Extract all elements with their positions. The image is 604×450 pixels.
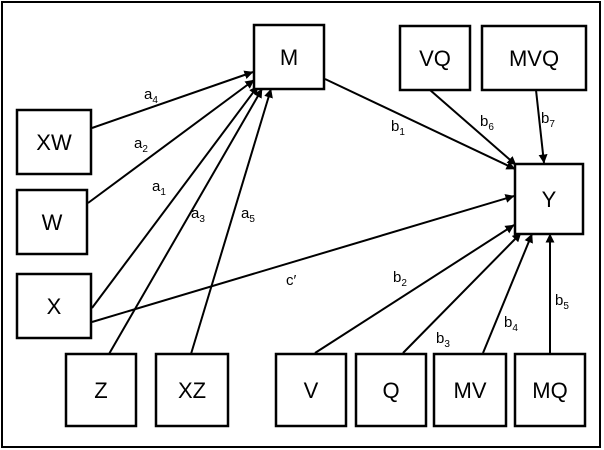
node-w-label: W	[42, 210, 63, 235]
node-m: M	[252, 23, 326, 91]
edge-mvq-to-y	[535, 89, 548, 164]
node-x: X	[15, 272, 93, 340]
node-y-label: Y	[542, 187, 557, 212]
node-q-label: Q	[382, 378, 399, 403]
node-vq: VQ	[398, 24, 472, 92]
node-xw: XW	[15, 108, 93, 176]
node-mv: MV	[432, 352, 508, 428]
edge-x-to-y	[91, 194, 515, 323]
edge-label-b1: b1	[391, 118, 405, 138]
node-q: Q	[354, 352, 428, 428]
node-vq-label: VQ	[419, 46, 451, 71]
node-y: Y	[513, 162, 585, 236]
node-v-label: V	[304, 378, 319, 403]
node-w: W	[15, 188, 89, 256]
node-z: Z	[64, 352, 138, 428]
edge-vq-to-y	[429, 89, 517, 166]
edge-mv-to-y	[482, 233, 533, 354]
edge-w-to-m	[87, 79, 255, 204]
edge-q-to-y	[402, 232, 522, 354]
edge-label-a2: a2	[134, 135, 148, 155]
node-m-label: M	[280, 45, 298, 70]
edge-label-a5: a5	[241, 205, 255, 225]
edge-xw-to-m	[91, 70, 254, 129]
edge-label-b5: b5	[555, 292, 569, 312]
edge-label-b7: b7	[541, 110, 555, 130]
edge-label-b2: b2	[393, 269, 407, 289]
edge-label-b6: b6	[480, 113, 494, 133]
node-xw-label: XW	[36, 130, 72, 155]
edge-label-a1: a1	[152, 178, 166, 198]
edge-xz-to-m	[190, 88, 273, 355]
node-mq: MQ	[513, 352, 587, 428]
node-mq-label: MQ	[532, 378, 567, 403]
node-xz-label: XZ	[178, 378, 206, 403]
node-mv-label: MV	[454, 378, 487, 403]
node-z-label: Z	[94, 378, 107, 403]
edge-label-b4: b4	[504, 314, 518, 334]
node-mvq: MVQ	[480, 24, 588, 92]
edge-label-a3: a3	[191, 205, 205, 225]
edge-x-to-m	[91, 85, 259, 309]
node-v: V	[274, 352, 348, 428]
edge-label-c-prime: c′	[286, 272, 297, 289]
edge-v-to-y	[314, 224, 515, 354]
edge-label-a4: a4	[144, 86, 158, 106]
node-x-label: X	[47, 294, 62, 319]
edge-label-b3: b3	[436, 330, 450, 350]
node-xz: XZ	[154, 352, 230, 428]
node-mvq-label: MVQ	[509, 46, 559, 71]
edge-m-to-y	[324, 78, 516, 170]
